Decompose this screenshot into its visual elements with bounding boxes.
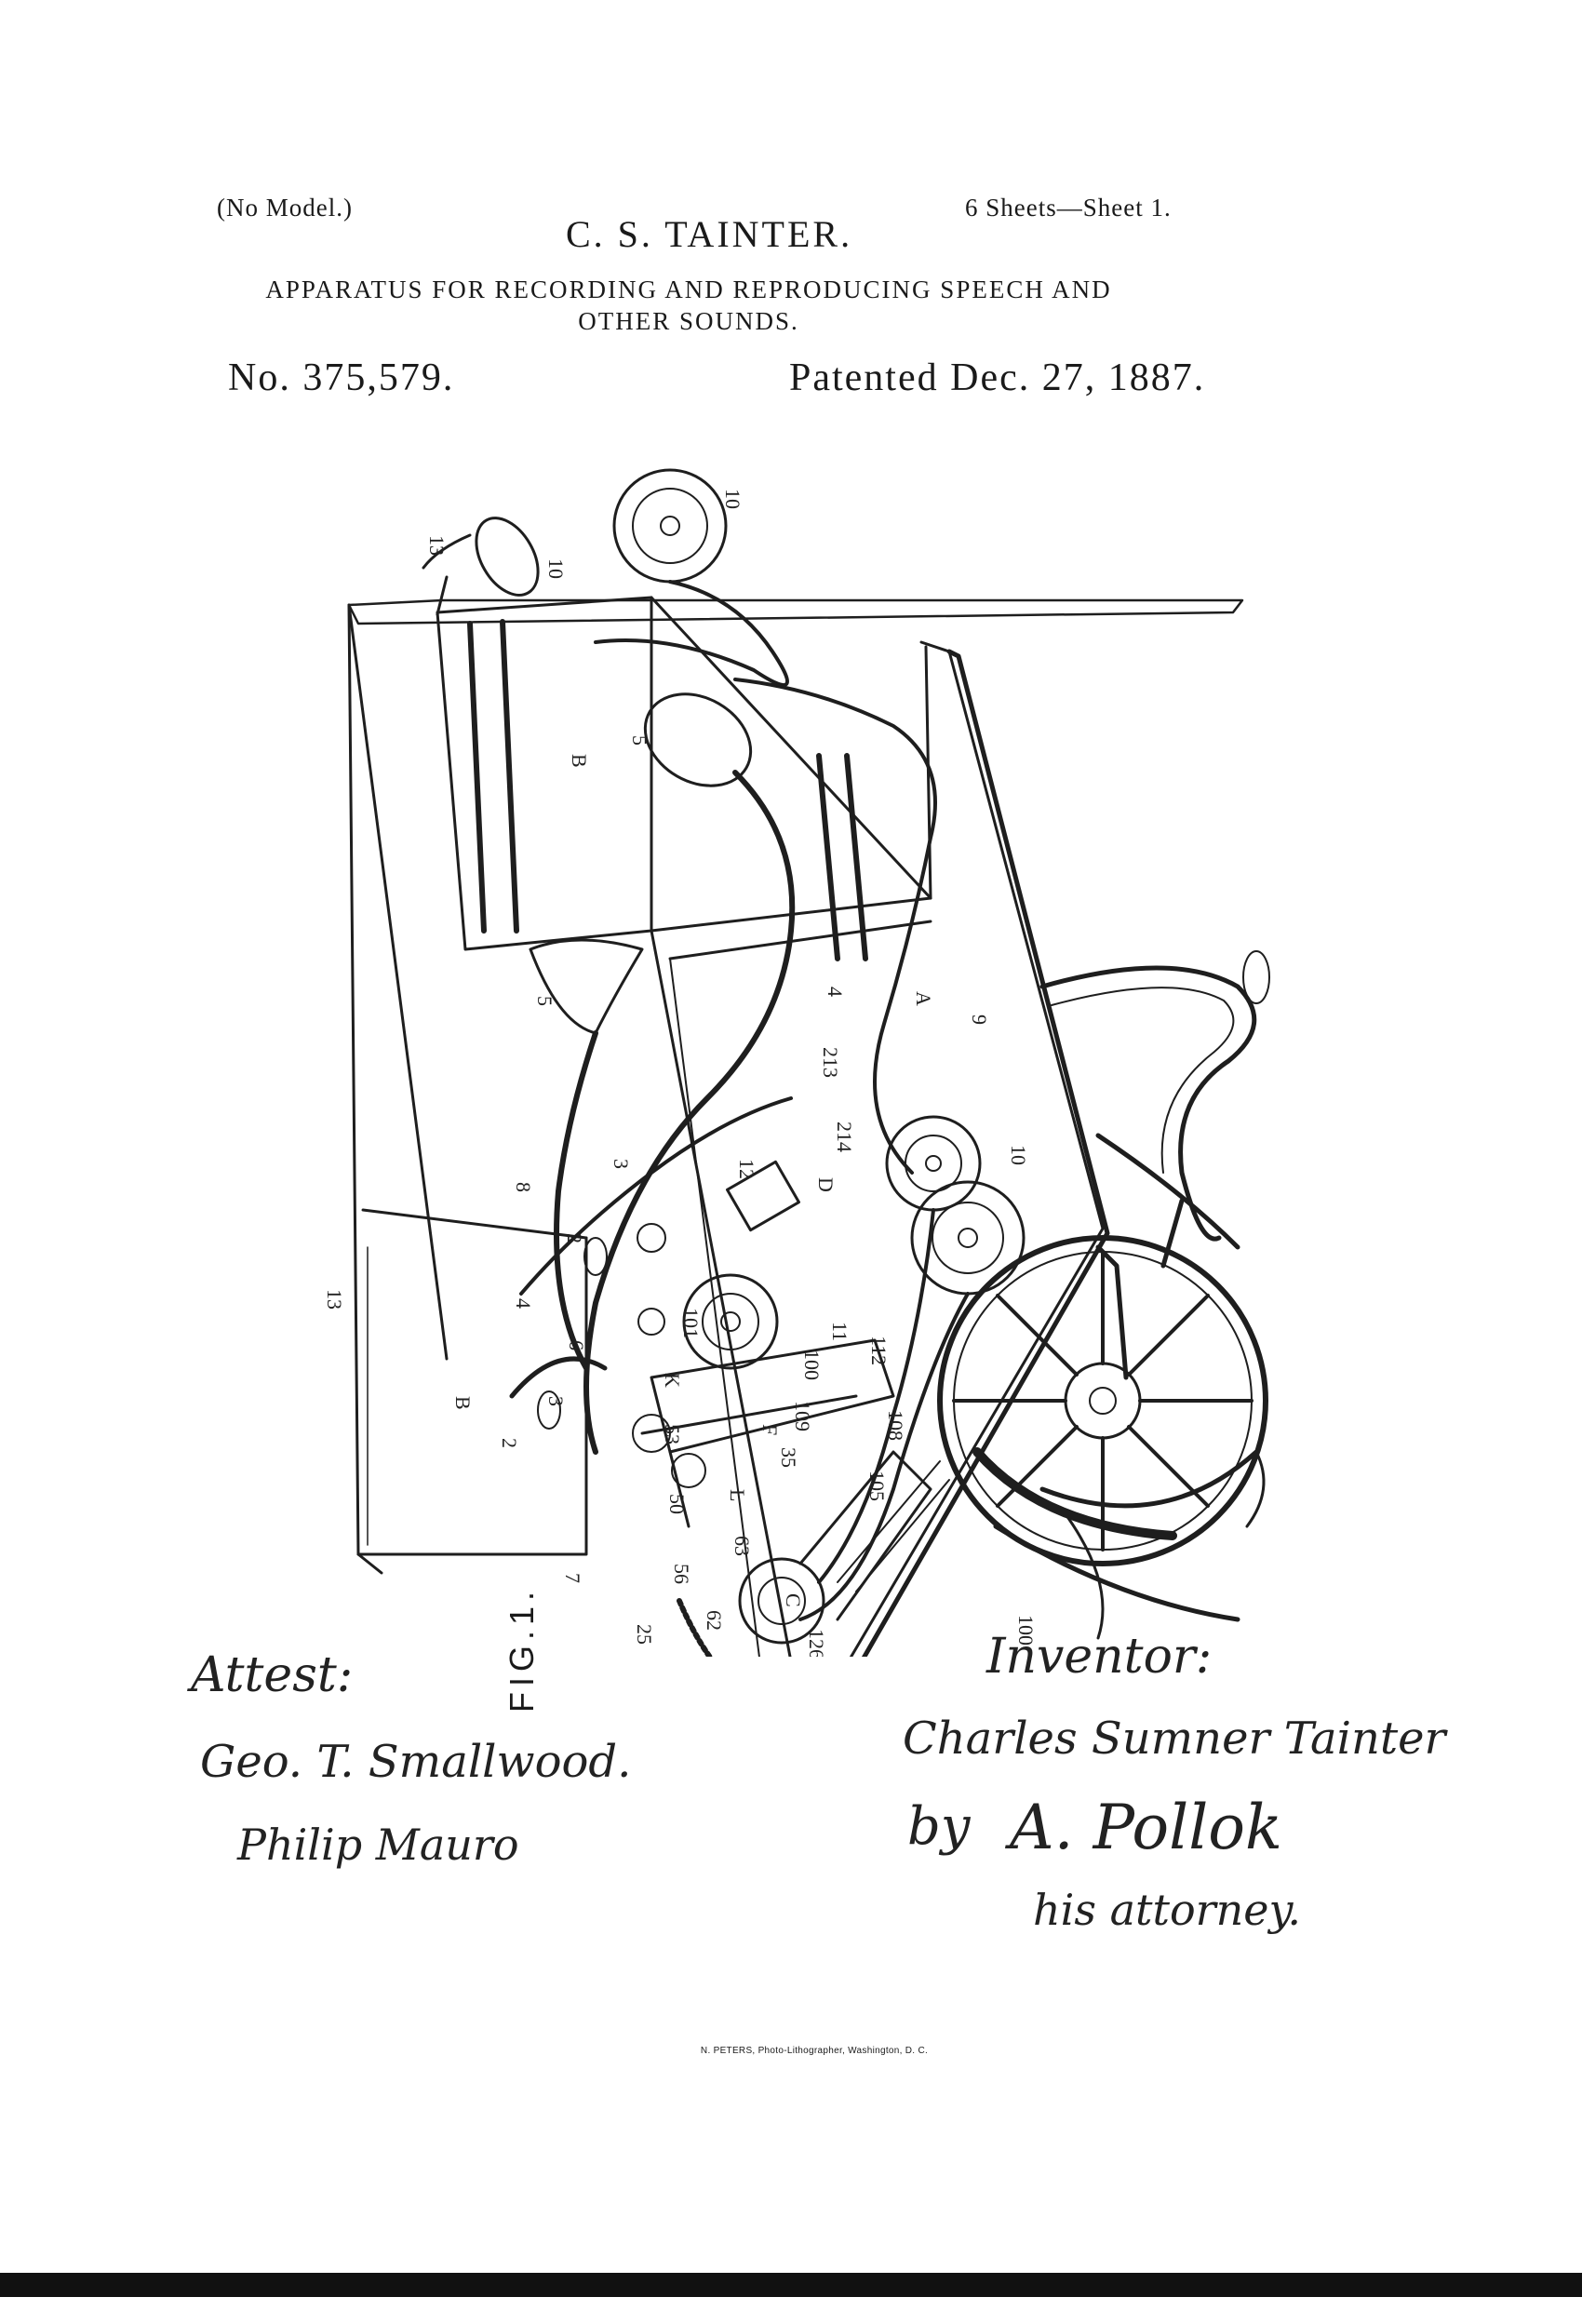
ref-label: 126 bbox=[805, 1629, 828, 1657]
ref-label: L bbox=[726, 1489, 749, 1501]
ref-label: 5 bbox=[628, 735, 651, 746]
ref-label: 100 bbox=[800, 1350, 824, 1380]
inventor-signature: Charles Sumner Tainter bbox=[903, 1713, 1446, 1765]
ref-label: 108 bbox=[884, 1410, 907, 1441]
printer-credit: N. PETERS, Photo-Lithographer, Washingto… bbox=[700, 2046, 929, 2056]
ref-label: 10 bbox=[1007, 1145, 1030, 1165]
treadle-wheel bbox=[937, 1235, 1268, 1566]
ref-label: 6 bbox=[565, 1340, 588, 1350]
ref-label: F bbox=[758, 1424, 782, 1435]
patent-number: No. 375,579. bbox=[228, 356, 455, 399]
ref-label: C bbox=[782, 1593, 805, 1607]
ref-label: 10 bbox=[721, 489, 744, 509]
ref-label: 50 bbox=[665, 1494, 689, 1514]
ref-label: 4 bbox=[512, 1298, 535, 1309]
by-label: by bbox=[907, 1796, 971, 1857]
inventor-label: Inventor: bbox=[986, 1629, 1213, 1685]
patent-date: Patented Dec. 27, 1887. bbox=[789, 356, 1206, 399]
base-plate bbox=[650, 640, 1110, 1657]
ref-label: 63 bbox=[731, 1536, 754, 1556]
ref-label: 213 bbox=[819, 1047, 842, 1078]
treadle-stand bbox=[993, 950, 1270, 1640]
earpiece-middle bbox=[885, 1115, 982, 1212]
ref-label: 105 bbox=[865, 1471, 889, 1501]
shelf bbox=[436, 596, 932, 961]
ref-label: 56 bbox=[670, 1564, 693, 1584]
ref-label: 2 bbox=[563, 1233, 586, 1243]
earpiece-top bbox=[612, 468, 728, 584]
lower-horn bbox=[529, 938, 644, 1035]
ref-label: 12 bbox=[735, 1159, 758, 1179]
ref-label: 112 bbox=[867, 1336, 891, 1365]
ref-label: 100 bbox=[1014, 1615, 1038, 1646]
attorney-note: his attorney. bbox=[1033, 1885, 1301, 1935]
ref-label: K bbox=[661, 1373, 684, 1388]
scan-border-bar bbox=[0, 2273, 1582, 2297]
ref-label: 53 bbox=[661, 1424, 684, 1444]
witness-signature-1: Geo. T. Smallwood. bbox=[200, 1736, 632, 1788]
sheet-count: 6 Sheets—Sheet 1. bbox=[965, 194, 1172, 222]
ref-label: 7 bbox=[561, 1573, 584, 1583]
ref-label: 101 bbox=[679, 1308, 703, 1338]
attest-label: Attest: bbox=[191, 1647, 354, 1703]
title-line-2: OTHER SOUNDS. bbox=[578, 307, 799, 335]
ref-label: 5 bbox=[533, 996, 556, 1006]
ref-label: A bbox=[912, 991, 935, 1006]
ref-label: 13 bbox=[425, 535, 449, 556]
ref-label: 35 bbox=[777, 1447, 800, 1468]
cylinder-end bbox=[738, 1557, 825, 1645]
speaking-horn bbox=[643, 692, 753, 787]
ref-label: B bbox=[568, 754, 591, 768]
figure-label: FIG.1. bbox=[503, 1585, 541, 1713]
ref-label: 3 bbox=[544, 1396, 568, 1406]
attorney-signature: A. Pollok bbox=[1010, 1792, 1283, 1863]
ref-label: B bbox=[451, 1396, 475, 1410]
ref-label: 4 bbox=[824, 987, 847, 997]
ref-label: 10 bbox=[544, 558, 568, 579]
witness-signature-2: Philip Mauro bbox=[237, 1820, 519, 1870]
ref-label: 9 bbox=[968, 1014, 991, 1025]
ref-label: 11 bbox=[828, 1322, 851, 1341]
mechanism-frame bbox=[726, 1160, 800, 1232]
ref-label: 62 bbox=[703, 1610, 726, 1631]
ref-label: 2 bbox=[498, 1438, 521, 1448]
inventor-name-heading: C. S. TAINTER. bbox=[566, 213, 853, 255]
ref-label: 13 bbox=[323, 1289, 346, 1310]
mechanism-flywheel bbox=[682, 1273, 779, 1370]
ref-label: 3 bbox=[610, 1159, 633, 1169]
horn-top bbox=[422, 517, 540, 616]
ref-label: 214 bbox=[833, 1122, 856, 1152]
title-line-1: APPARATUS FOR RECORDING AND REPRODUCING … bbox=[265, 275, 1112, 303]
model-note: (No Model.) bbox=[217, 194, 353, 222]
ref-label: 109 bbox=[791, 1401, 814, 1431]
ref-label: 8 bbox=[512, 1182, 535, 1192]
patent-drawing: 13 10 10 B 5 5 B 13 A 4 9 213 214 D 12 8… bbox=[323, 468, 1270, 1657]
ref-label: D bbox=[814, 1177, 838, 1192]
ref-label: 25 bbox=[633, 1624, 656, 1645]
